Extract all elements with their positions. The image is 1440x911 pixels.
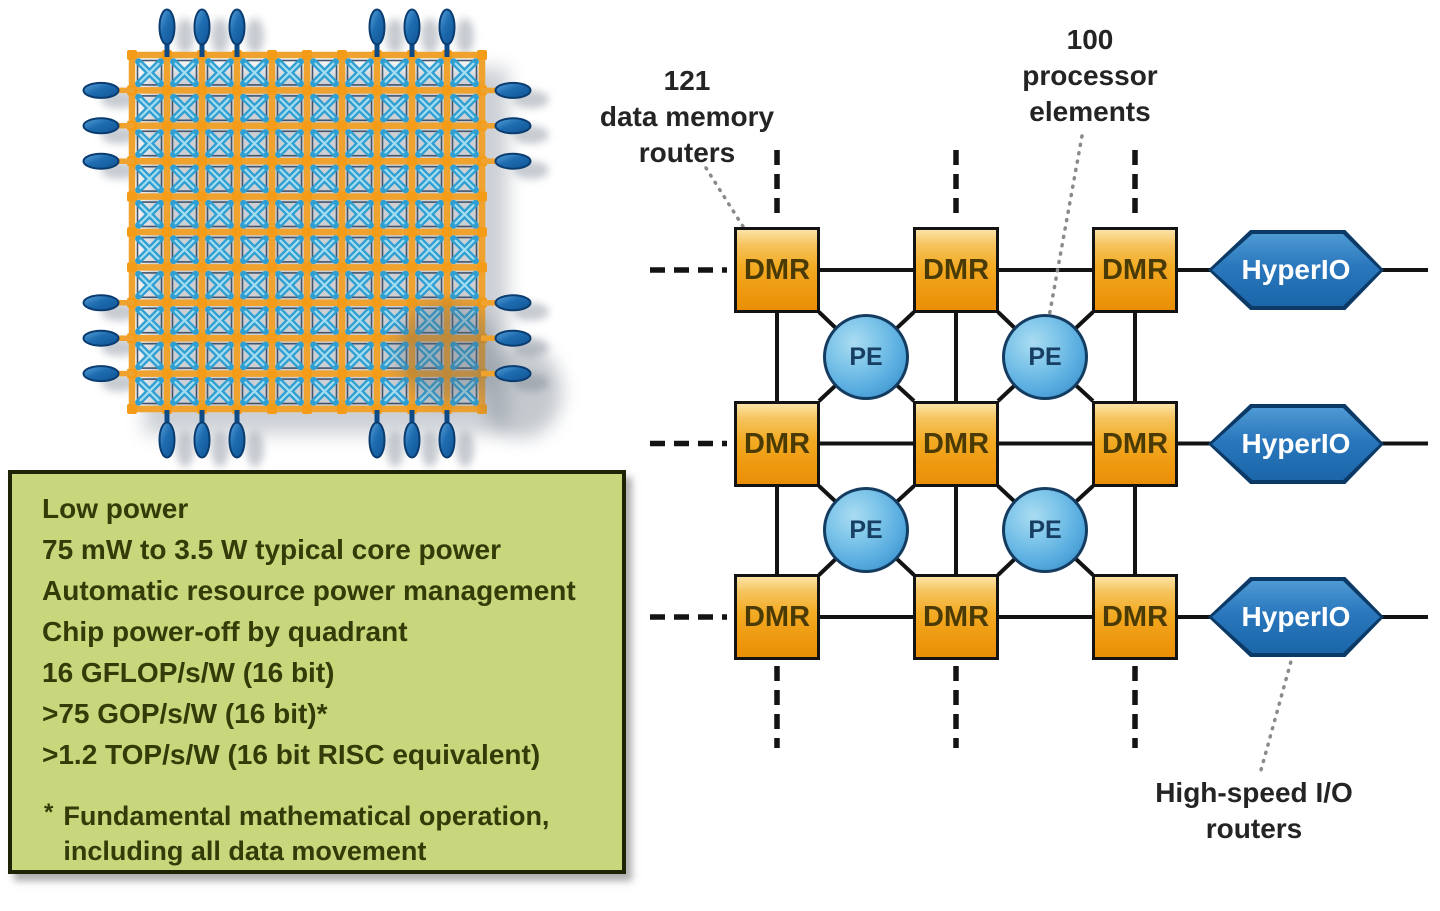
io-pill-shadow xyxy=(211,18,229,54)
hyperio-hexagon: HyperIO xyxy=(1208,230,1384,310)
io-pill xyxy=(193,421,211,459)
dmr-box: DMR xyxy=(734,227,820,313)
io-pill xyxy=(438,421,456,459)
chip-mesh-illustration xyxy=(82,8,562,467)
io-pill-shadow xyxy=(246,18,264,54)
annotation-line: data memory xyxy=(599,101,775,132)
spec-footnote: * Fundamental mathematical operation, in… xyxy=(42,799,608,869)
dmr-box: DMR xyxy=(913,227,999,313)
io-pill-shadow xyxy=(176,18,194,54)
footnote-line: including all data movement xyxy=(63,836,427,866)
io-pill xyxy=(494,81,532,99)
io-pill xyxy=(368,8,386,46)
io-pill-shadow xyxy=(176,431,194,467)
dmr-box: DMR xyxy=(1092,574,1178,660)
footnote-asterisk: * xyxy=(44,799,54,826)
annotation-line: High-speed I/O xyxy=(1155,777,1353,808)
mesh-cell-borders xyxy=(136,59,478,405)
io-pill xyxy=(494,329,532,347)
io-pill xyxy=(438,8,456,46)
io-pill-shadow xyxy=(421,18,439,54)
io-pill xyxy=(82,152,120,170)
io-pill-shadow xyxy=(246,431,264,467)
io-pill-shadow xyxy=(421,431,439,467)
io-pill xyxy=(82,117,120,135)
low-power-spec-box: Low power 75 mW to 3.5 W typical core po… xyxy=(8,470,626,874)
io-pill-shadow xyxy=(456,431,474,467)
dmr-box: DMR xyxy=(1092,401,1178,487)
io-pill xyxy=(82,365,120,383)
dmr-box: DMR xyxy=(1092,227,1178,313)
pe-circle: PE xyxy=(823,487,909,573)
io-pill-shadow xyxy=(386,431,404,467)
io-pill-shadow xyxy=(456,18,474,54)
hyperio-hexagon: HyperIO xyxy=(1208,577,1384,657)
mesh-corner-smudge xyxy=(395,302,499,402)
hyperio-label: HyperIO xyxy=(1212,234,1380,306)
io-pill xyxy=(368,421,386,459)
dmr-box: DMR xyxy=(913,574,999,660)
spec-line: Automatic resource power management xyxy=(42,575,576,606)
dmr-box: DMR xyxy=(913,401,999,487)
io-pill xyxy=(403,421,421,459)
spec-line: Chip power-off by quadrant xyxy=(42,616,408,647)
annotation-line: processor xyxy=(1022,60,1158,91)
hyperio-label: HyperIO xyxy=(1212,408,1380,480)
footnote-line: Fundamental mathematical operation, xyxy=(63,801,550,831)
annotation-line: 100 xyxy=(1066,24,1114,55)
annotation-line: elements xyxy=(1029,96,1151,127)
io-pill xyxy=(82,81,120,99)
hyperio-hexagon: HyperIO xyxy=(1208,404,1384,484)
mesh-pe-x-highlights xyxy=(139,62,475,402)
annotation-line: routers xyxy=(638,137,736,168)
io-pill xyxy=(82,329,120,347)
dmr-box: DMR xyxy=(734,574,820,660)
annotation-line: 121 xyxy=(663,65,711,96)
io-pill xyxy=(158,8,176,46)
annotation-high-speed-io-routers: High-speed I/O routers xyxy=(1134,775,1374,847)
io-pill xyxy=(228,8,246,46)
io-pill xyxy=(494,365,532,383)
spec-line: 75 mW to 3.5 W typical core power xyxy=(42,534,502,565)
spec-line: >1.2 TOP/s/W (16 bit RISC equivalent) xyxy=(42,739,541,770)
pe-circle: PE xyxy=(1002,314,1088,400)
hyperio-label: HyperIO xyxy=(1212,581,1380,653)
pe-circle: PE xyxy=(1002,487,1088,573)
spec-line: 16 GFLOP/s/W (16 bit) xyxy=(42,657,335,688)
dmr-box: DMR xyxy=(734,401,820,487)
io-pill-shadow xyxy=(211,431,229,467)
annotation-data-memory-routers: 121 data memory routers xyxy=(587,63,787,171)
io-pill-shadow xyxy=(386,18,404,54)
annotation-processor-elements: 100 processor elements xyxy=(990,22,1190,130)
io-pill xyxy=(494,152,532,170)
annotation-line: routers xyxy=(1205,813,1303,844)
io-pill xyxy=(494,117,532,135)
annotation-leader-lines xyxy=(704,134,1295,772)
io-pill xyxy=(193,8,211,46)
io-pill xyxy=(158,421,176,459)
footnote-text: Fundamental mathematical operation, incl… xyxy=(63,799,549,869)
io-pill xyxy=(403,8,421,46)
pe-circle: PE xyxy=(823,314,909,400)
io-pill xyxy=(494,294,532,312)
io-pill xyxy=(82,294,120,312)
spec-title: Low power xyxy=(42,493,189,524)
network-dashed-extensions xyxy=(650,150,1138,748)
mesh-corner-smudge xyxy=(482,346,562,438)
io-pill xyxy=(228,421,246,459)
spec-line: >75 GOP/s/W (16 bit)* xyxy=(42,698,328,729)
